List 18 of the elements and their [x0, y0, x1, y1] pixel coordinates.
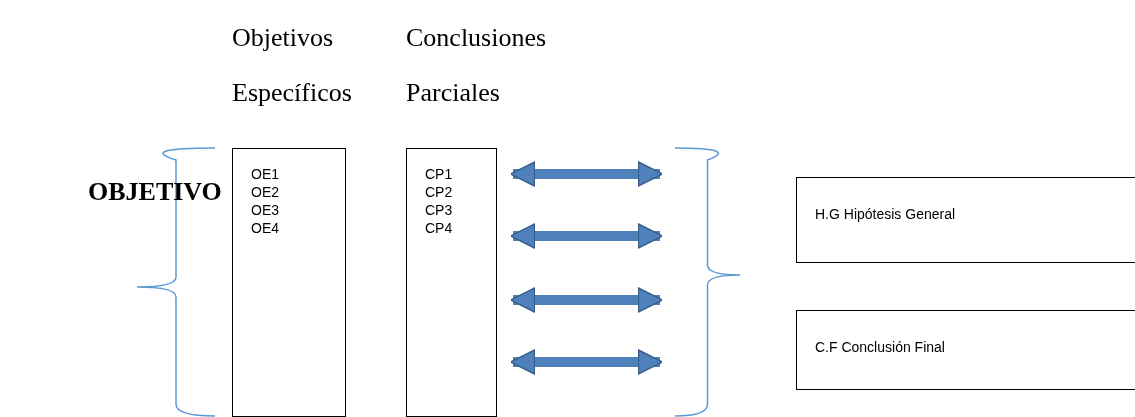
- column-heading: Objetivos Específicos: [232, 22, 353, 109]
- list-item: CP4: [425, 219, 453, 237]
- text-box: C.F Conclusión Final: [796, 310, 1135, 390]
- list-item: CP1: [425, 165, 453, 183]
- list-item: CP3: [425, 201, 453, 219]
- double-arrow: [509, 161, 664, 187]
- double-arrow: [509, 349, 664, 375]
- curly-brace: [674, 147, 741, 417]
- text-box: H.G Hipótesis General: [796, 177, 1135, 263]
- list-item: OE2: [251, 183, 279, 201]
- column-heading: Conclusiones Parciales: [406, 22, 548, 109]
- list-item: OE1: [251, 165, 279, 183]
- double-arrow: [509, 287, 664, 313]
- double-arrow: [509, 223, 664, 249]
- list-item: OE3: [251, 201, 279, 219]
- list-item: OE4: [251, 219, 279, 237]
- side-label: OBJETIVO: [88, 177, 222, 207]
- list-item: CP2: [425, 183, 453, 201]
